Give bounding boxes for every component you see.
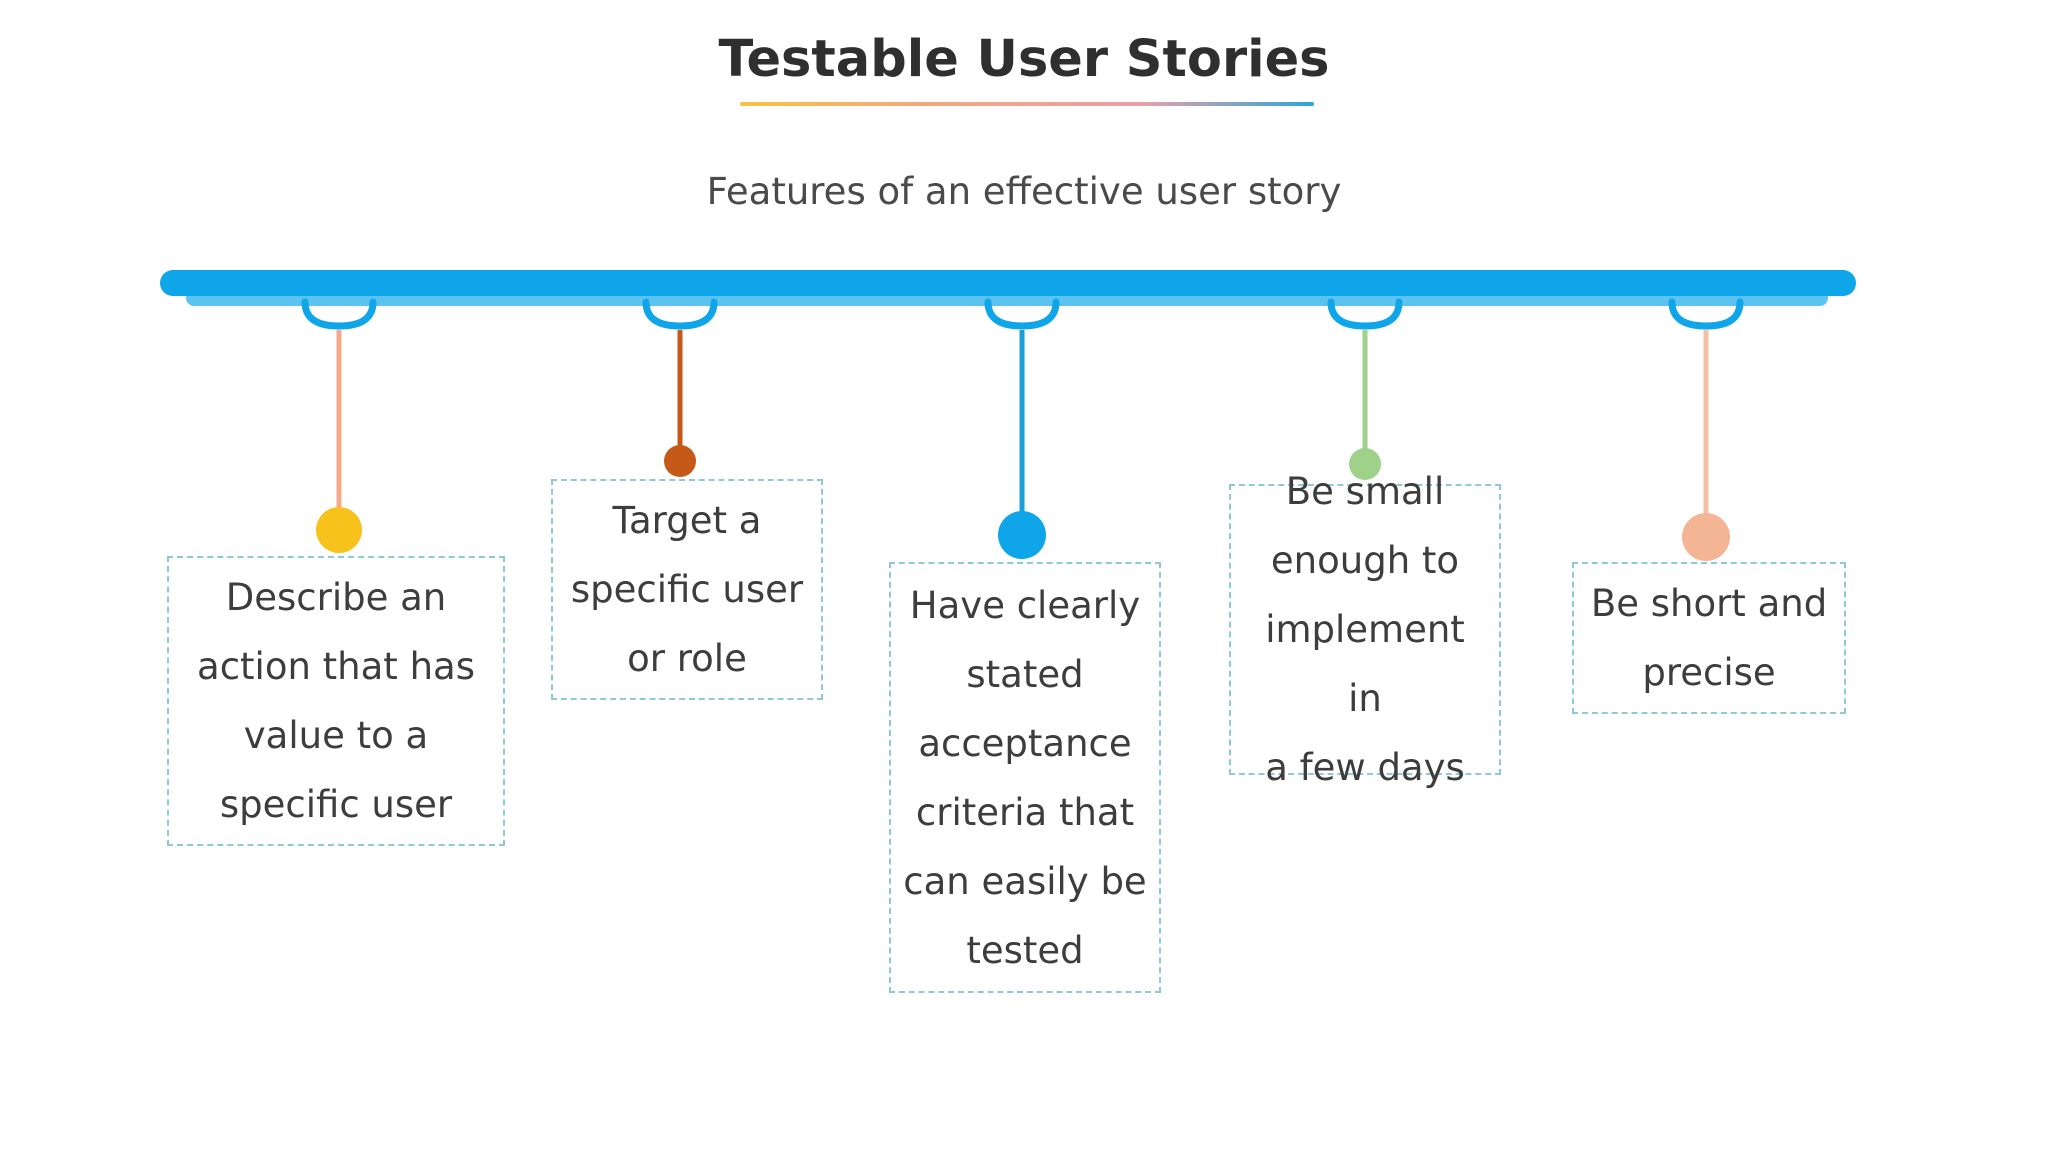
feature-card-line: stated <box>966 652 1084 696</box>
feature-card-line: criteria that <box>915 790 1135 834</box>
feature-card: Be small enough to implement in a few days <box>1229 470 1501 789</box>
feature-card-text: Describe an action that has value to a spec… <box>197 563 475 839</box>
connector-hook <box>984 298 1060 330</box>
timeline-bar <box>160 270 1856 296</box>
connector-dot <box>316 507 362 553</box>
slide-title: Testable User Stories <box>718 30 1330 89</box>
connector-dot <box>664 445 696 477</box>
feature-card-line: enough to <box>1270 539 1460 582</box>
feature-card-line: or role <box>627 637 747 680</box>
feature-card: Describe an action that has value to a spec… <box>167 556 505 846</box>
feature-card-line: Have clearly <box>909 583 1141 627</box>
connectors <box>301 298 1744 561</box>
feature-card-text: Be small enough to implement in a few days <box>1243 457 1487 802</box>
feature-card-line: Describe an <box>225 576 447 619</box>
feature-card-line: implement in <box>1265 608 1465 720</box>
feature-card-line: tested <box>966 928 1084 972</box>
feature-card-line: Be short and <box>1590 582 1828 625</box>
feature-card-text: Be short and precise <box>1591 569 1827 707</box>
feature-card-line: precise <box>1642 651 1776 694</box>
slide-subtitle: Features of an effective user story <box>706 170 1342 213</box>
connector-dot <box>1349 448 1381 480</box>
connector-hook <box>1668 298 1744 330</box>
feature-card: Target a specific user or role <box>551 479 823 700</box>
feature-card-text: Target a specific user or role <box>571 486 803 693</box>
connector-dot <box>1682 513 1730 561</box>
feature-card-line: value to a <box>243 714 429 757</box>
connector-hook <box>1327 298 1403 330</box>
feature-card: Be short and precise <box>1572 562 1846 714</box>
feature-card: Have clearly stated acceptance criteria tha… <box>889 562 1161 993</box>
feature-card-line: Be small <box>1285 470 1445 513</box>
connector-dot <box>998 511 1046 559</box>
connector-hook <box>642 298 718 330</box>
connector-hook <box>301 298 377 330</box>
feature-card-line: can easily be <box>903 859 1147 903</box>
feature-card-line: specific user <box>219 783 453 826</box>
feature-card-line: a few days <box>1265 746 1465 789</box>
feature-card-line: action that has <box>197 645 475 688</box>
feature-card-line: specific user <box>570 568 804 611</box>
feature-card-line: Target a <box>612 499 762 542</box>
feature-card-line: acceptance <box>918 721 1132 765</box>
feature-card-text: Have clearly stated acceptance criteria tha… <box>903 571 1146 985</box>
